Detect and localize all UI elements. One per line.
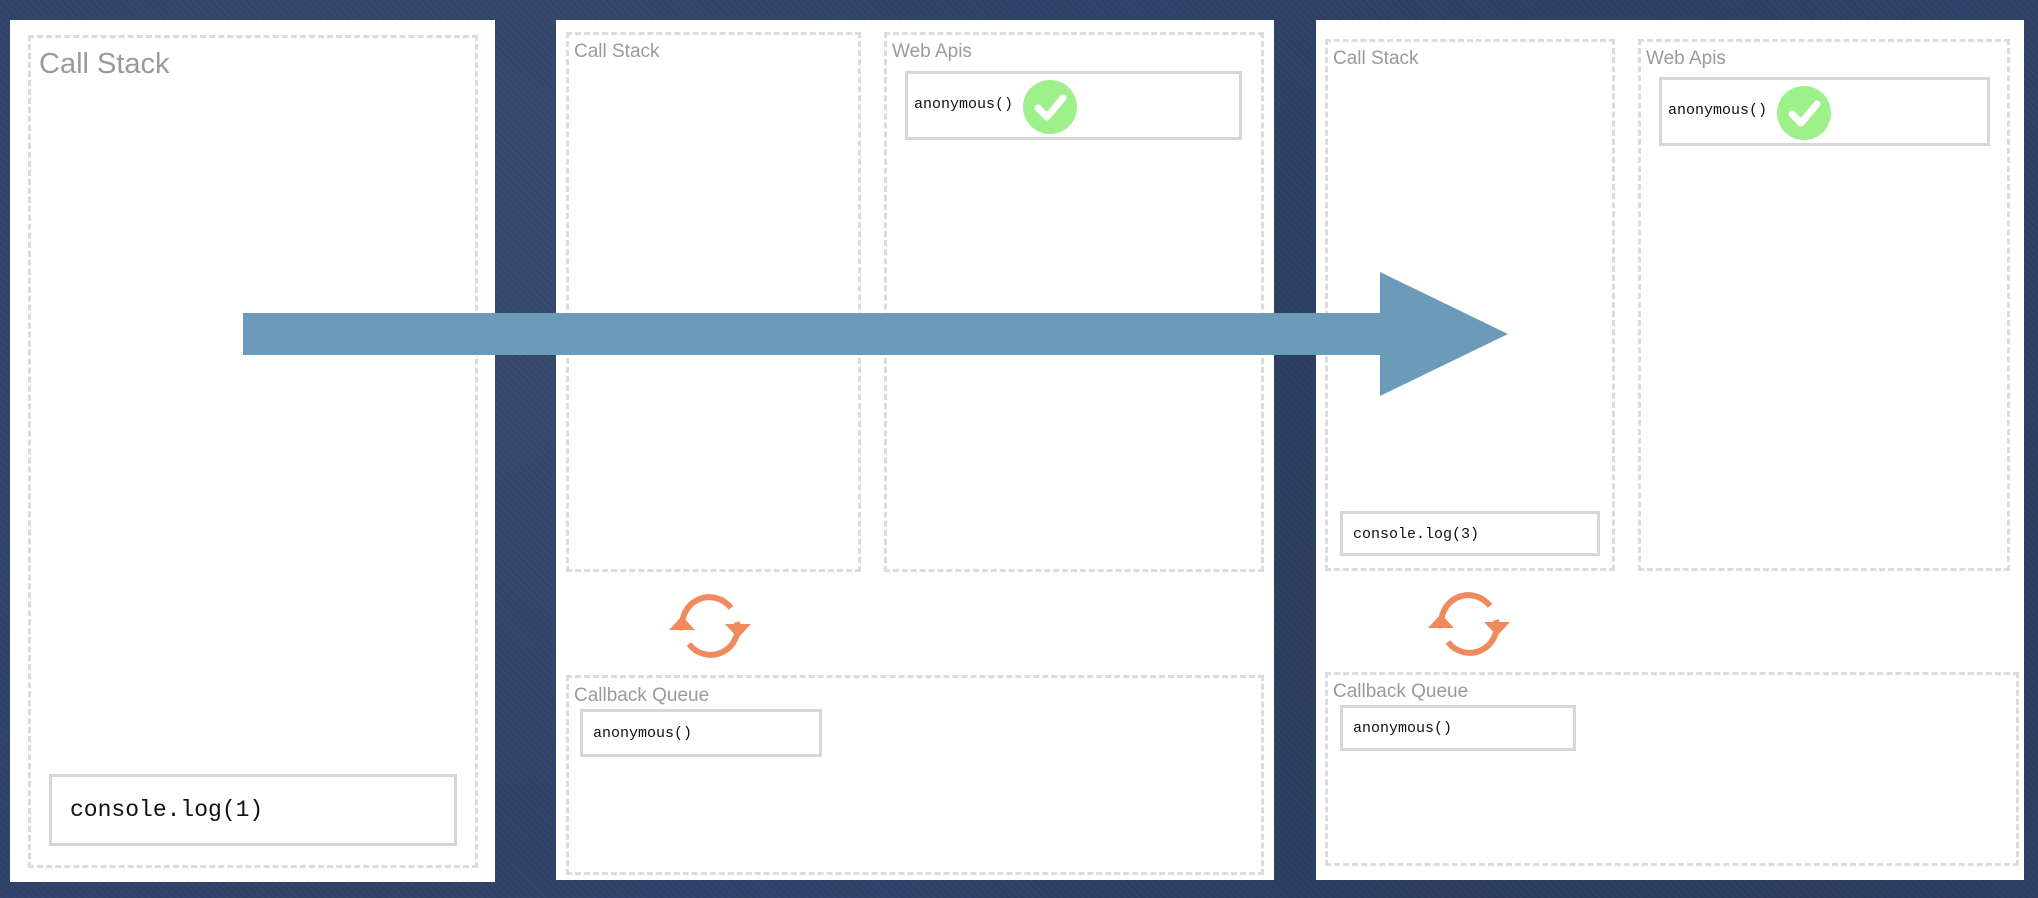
- callback-queue-region: [566, 675, 1264, 875]
- panel-step-2: Call Stack Web Apis anonymous() Callback…: [556, 20, 1274, 880]
- panel-step-3: Call Stack console.log(3) Web Apis anony…: [1316, 20, 2024, 880]
- call-stack-item: console.log(1): [70, 797, 264, 823]
- web-apis-region: [1638, 39, 2010, 571]
- callback-queue-item: anonymous(): [1353, 720, 1453, 737]
- web-apis-frame: anonymous(): [1659, 77, 1990, 146]
- callback-queue-item: anonymous(): [593, 725, 693, 742]
- call-stack-region: [28, 35, 478, 868]
- call-stack-label: Call Stack: [39, 48, 170, 80]
- callback-queue-frame: anonymous(): [580, 709, 822, 757]
- web-apis-item: anonymous(): [914, 96, 1014, 113]
- refresh-cycle-icon: [669, 594, 751, 658]
- checkmark-circle-icon: [1777, 86, 1831, 140]
- web-apis-label: Web Apis: [892, 41, 972, 62]
- call-stack-item: console.log(3): [1353, 526, 1480, 543]
- web-apis-label: Web Apis: [1646, 48, 1726, 69]
- callback-queue-frame: anonymous(): [1340, 705, 1576, 751]
- checkmark-circle-icon: [1023, 80, 1077, 134]
- web-apis-frame: anonymous(): [905, 71, 1242, 140]
- call-stack-frame: console.log(1): [49, 774, 457, 846]
- web-apis-item: anonymous(): [1668, 102, 1768, 119]
- call-stack-frame: console.log(3): [1340, 511, 1600, 556]
- panel-step-1: Call Stack console.log(1): [10, 20, 495, 882]
- refresh-cycle-icon: [1428, 592, 1510, 656]
- callback-queue-region: [1325, 672, 2019, 866]
- call-stack-label: Call Stack: [574, 41, 660, 62]
- web-apis-region: [884, 32, 1264, 572]
- callback-queue-label: Callback Queue: [574, 685, 710, 706]
- call-stack-label: Call Stack: [1333, 48, 1419, 69]
- callback-queue-label: Callback Queue: [1333, 681, 1469, 702]
- call-stack-region: [1325, 39, 1615, 571]
- call-stack-region: [566, 32, 861, 572]
